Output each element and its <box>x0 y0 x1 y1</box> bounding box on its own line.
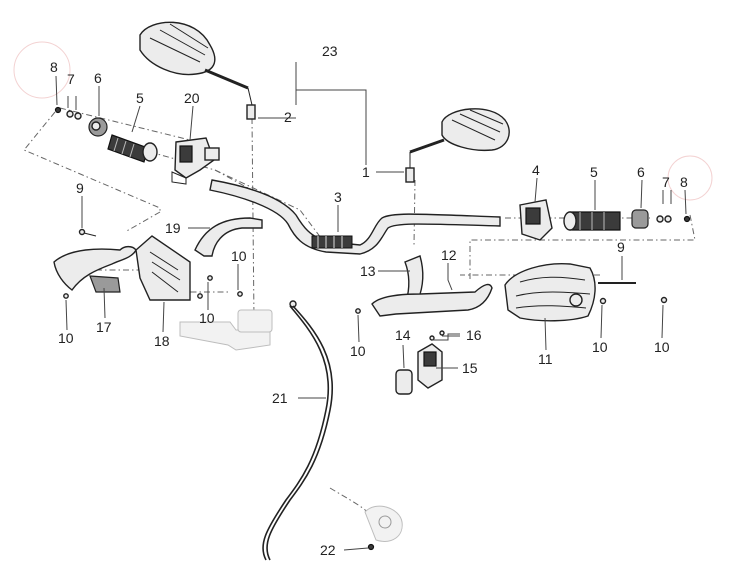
callout-10-e: 10 <box>592 339 608 355</box>
callout-4: 4 <box>532 162 540 178</box>
callout-10-b: 10 <box>199 310 215 326</box>
callout-10-a: 10 <box>231 248 247 264</box>
brake-master-cylinder-ghost <box>179 309 273 351</box>
bolt-8-left <box>54 106 62 114</box>
left-grip-parts <box>54 106 220 185</box>
callout-3: 3 <box>334 189 342 205</box>
handlebar <box>209 179 501 255</box>
switch-14-15-16 <box>395 330 445 395</box>
callout-21: 21 <box>272 390 288 406</box>
callout-5-right: 5 <box>590 164 598 180</box>
part-22-ghost <box>364 505 403 551</box>
left-handguard-parts <box>53 217 263 301</box>
handguard-bracket-17 <box>53 245 137 291</box>
left-switch-20 <box>171 137 220 185</box>
callout-2: 2 <box>284 109 292 125</box>
right-switch-4 <box>519 199 553 241</box>
callout-23: 23 <box>322 43 338 59</box>
bolt-8-right <box>683 215 691 223</box>
callout-12: 12 <box>441 247 457 263</box>
callout-7-left: 7 <box>67 71 75 87</box>
callout-17: 17 <box>96 319 112 335</box>
callout-6-right: 6 <box>637 164 645 180</box>
washer-7-left-a <box>66 110 74 118</box>
right-grip-parts <box>519 199 691 241</box>
callout-18: 18 <box>154 333 170 349</box>
handguard-18 <box>135 235 191 301</box>
callout-9-left: 9 <box>76 180 84 196</box>
callout-6-left: 6 <box>94 70 102 86</box>
bracket-19 <box>194 217 263 257</box>
left-mirror <box>139 21 256 120</box>
callout-14: 14 <box>395 327 411 343</box>
bolt-9-left <box>78 228 86 236</box>
washer-7-right-b <box>664 215 672 223</box>
grip-5-left <box>107 134 158 163</box>
bar-end-6-right <box>631 209 649 229</box>
callout-11: 11 <box>538 351 553 367</box>
callout-16: 16 <box>466 327 482 343</box>
callout-22: 22 <box>320 542 336 558</box>
cable-21 <box>262 300 371 561</box>
callout-10-c: 10 <box>58 330 74 346</box>
callout-19: 19 <box>165 220 181 236</box>
callout-1: 1 <box>362 164 370 180</box>
callout-13: 13 <box>360 263 376 279</box>
right-handguard-parts <box>355 255 668 395</box>
leader-lines <box>55 62 687 551</box>
right-mirror <box>405 108 510 183</box>
washer-7-left-b <box>74 112 82 120</box>
bar-12 <box>371 283 493 317</box>
callout-20: 20 <box>184 90 200 106</box>
page-edge-marks <box>13 41 713 201</box>
washer-7-right-a <box>656 215 664 223</box>
callout-7-right: 7 <box>662 174 670 190</box>
callout-15: 15 <box>462 360 478 376</box>
grip-5-right <box>563 211 621 231</box>
bar-end-6-left <box>88 117 108 137</box>
callout-5-left: 5 <box>136 90 144 106</box>
callout-10-d: 10 <box>350 343 366 359</box>
callout-labels: 23 2 1 3 4 5 6 7 8 9 8 7 6 5 20 9 19 10 … <box>50 43 688 558</box>
callout-9-right: 9 <box>617 239 625 255</box>
callout-8-left: 8 <box>50 59 58 75</box>
callout-8-right: 8 <box>680 174 688 190</box>
callout-10-f: 10 <box>654 339 670 355</box>
